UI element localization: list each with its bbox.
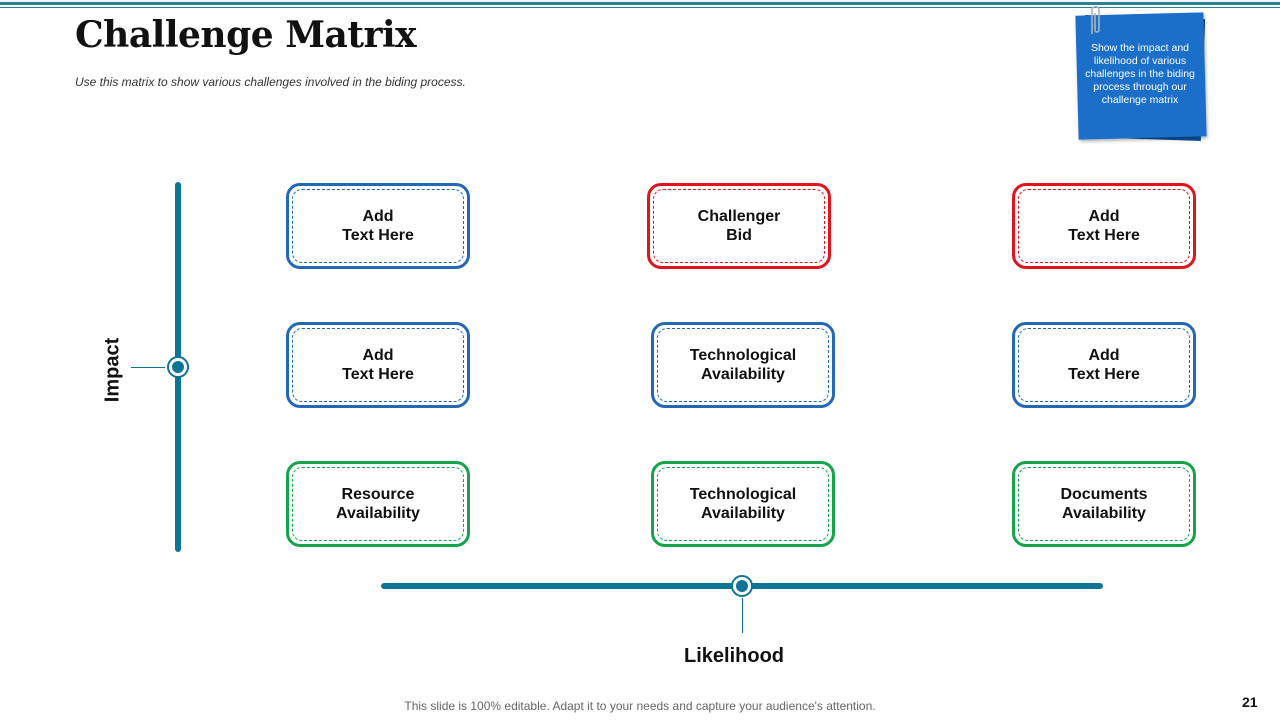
matrix-cell-text: Resource Availability	[336, 486, 420, 522]
impact-axis-tick	[131, 367, 165, 368]
matrix-cell-text: Add Text Here	[342, 208, 414, 244]
matrix-cell-r3-c2: Technological Availability	[651, 461, 835, 547]
impact-axis-knob	[167, 356, 189, 378]
matrix-cell-inner: Add Text Here	[1018, 189, 1190, 263]
matrix-cell-text: Add Text Here	[342, 347, 414, 383]
top-rule-thick	[0, 2, 1280, 5]
matrix-cell-inner: Add Text Here	[292, 328, 464, 402]
slide-subtitle: Use this matrix to show various challeng…	[75, 75, 466, 89]
matrix-cell-text: Technological Availability	[689, 347, 797, 383]
matrix-cell-r2-c3: Add Text Here	[1012, 322, 1196, 408]
matrix-cell-inner: Technological Availability	[657, 328, 829, 402]
matrix-cell-text: Technological Availability	[689, 486, 797, 522]
matrix-cell-inner: Resource Availability	[292, 467, 464, 541]
matrix-cell-text: Documents Availability	[1060, 486, 1148, 522]
page-number: 21	[1242, 694, 1258, 710]
matrix-cell-text: Add Text Here	[1068, 347, 1140, 383]
matrix-cell-inner: Challenger Bid	[653, 189, 825, 263]
matrix-cell-r3-c3: Documents Availability	[1012, 461, 1196, 547]
sticky-note-text: Show the impact and likelihood of variou…	[1085, 42, 1195, 106]
matrix-cell-text: Challenger Bid	[697, 208, 781, 244]
paperclip-icon	[1091, 5, 1100, 34]
slide-title: Challenge Matrix	[75, 14, 417, 56]
matrix-cell-r1-c2: Challenger Bid	[647, 183, 831, 269]
matrix-cell-inner: Technological Availability	[657, 467, 829, 541]
impact-axis-label: Impact	[101, 337, 124, 403]
matrix-cell-r2-c2: Technological Availability	[651, 322, 835, 408]
matrix-cell-text: Add Text Here	[1068, 208, 1140, 244]
matrix-cell-r3-c1: Resource Availability	[286, 461, 470, 547]
matrix-cell-inner: Documents Availability	[1018, 467, 1190, 541]
footer-note: This slide is 100% editable. Adapt it to…	[404, 699, 876, 713]
matrix-cell-r2-c1: Add Text Here	[286, 322, 470, 408]
likelihood-axis-knob	[731, 575, 753, 597]
top-rule-thin	[0, 7, 1280, 8]
likelihood-axis-label: Likelihood	[684, 645, 784, 667]
likelihood-axis-tick	[742, 598, 743, 633]
matrix-cell-r1-c1: Add Text Here	[286, 183, 470, 269]
matrix-cell-inner: Add Text Here	[1018, 328, 1190, 402]
matrix-cell-r1-c3: Add Text Here	[1012, 183, 1196, 269]
matrix-cell-inner: Add Text Here	[292, 189, 464, 263]
